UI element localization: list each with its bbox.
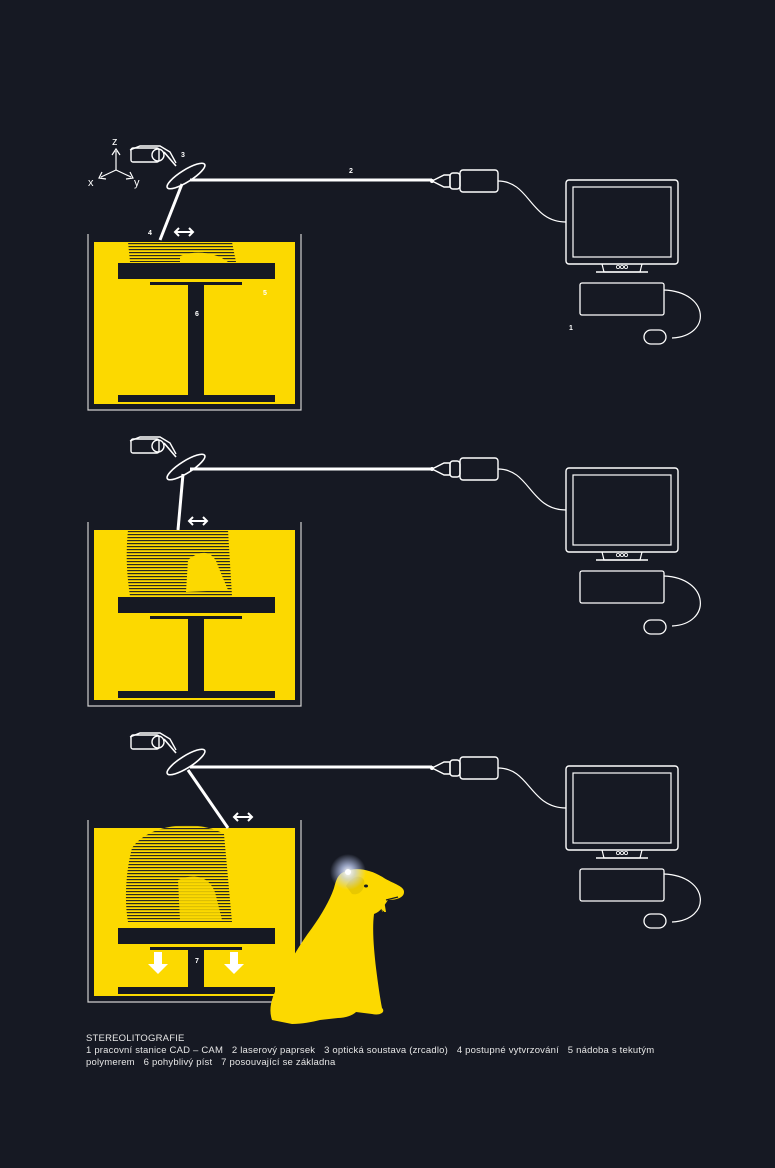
- mouse-icon: [643, 913, 667, 929]
- mouse-icon: [643, 329, 667, 345]
- laser-emitter-icon: [429, 756, 499, 780]
- caption-item: 3 optická soustava (zrcadlo): [324, 1045, 448, 1056]
- laser-emitter-icon: [429, 169, 499, 193]
- caption-item: 4 postupné vytvrzování: [456, 1045, 559, 1056]
- stage-3: 7: [87, 732, 701, 1024]
- mouse-icon: [643, 619, 667, 635]
- axis-x-label: x: [88, 177, 94, 189]
- monitor-icon: [565, 179, 679, 316]
- laser-beam-down: [176, 473, 185, 531]
- cable: [497, 180, 567, 223]
- stage-2: [87, 436, 701, 707]
- build-platform: [118, 928, 275, 987]
- cable: [497, 767, 567, 809]
- laser-emitter-icon: [429, 457, 499, 481]
- axis-z-label: z: [112, 136, 118, 148]
- built-layers: [126, 530, 232, 596]
- monitor-icon: [565, 765, 679, 902]
- caption-item: 7 posouvající se základna: [221, 1057, 336, 1068]
- optics-mirror: [129, 145, 206, 190]
- optics-mirror: [129, 732, 206, 776]
- caption-item: 5 nádoba s tekutým polymerem: [86, 1045, 655, 1068]
- build-platform: [118, 263, 275, 398]
- caption: STEREOLITOGRAFIE 1 pracovní stanice CAD …: [86, 1033, 686, 1069]
- monitor-icon: [565, 467, 679, 604]
- double-arrow-icon: [173, 227, 195, 237]
- built-layers: [128, 242, 236, 264]
- label-laser-beam: 2: [349, 168, 353, 175]
- caption-item: 1 pracovní stanice CAD – CAM: [86, 1045, 224, 1056]
- double-arrow-icon: [232, 812, 254, 822]
- optics-mirror: [129, 436, 206, 481]
- label-optics: 3: [181, 152, 185, 159]
- laser-beam-down: [186, 769, 230, 829]
- label-vat: 5: [263, 290, 267, 297]
- built-layers: [125, 825, 232, 922]
- cable: [497, 468, 567, 511]
- label-base: 7: [195, 958, 199, 965]
- caption-title: STEREOLITOGRAFIE: [86, 1033, 185, 1044]
- down-arrow-icon: [224, 952, 244, 974]
- axis-y-label: y: [134, 177, 140, 189]
- double-arrow-icon: [187, 516, 209, 526]
- caption-item: 6 pohyblivý píst: [143, 1057, 213, 1068]
- label-build: 4: [148, 230, 152, 237]
- stage-1: z y x: [87, 136, 701, 411]
- label-workstation: 1: [569, 325, 573, 332]
- build-platform: [118, 597, 275, 691]
- down-arrow-icon: [148, 952, 168, 974]
- label-piston: 6: [195, 311, 199, 318]
- caption-item: 2 laserový paprsek: [231, 1045, 316, 1056]
- dog-silhouette-icon: [270, 854, 404, 1024]
- laser-beam-down: [158, 183, 184, 241]
- coordinate-axes: z y x: [88, 136, 140, 189]
